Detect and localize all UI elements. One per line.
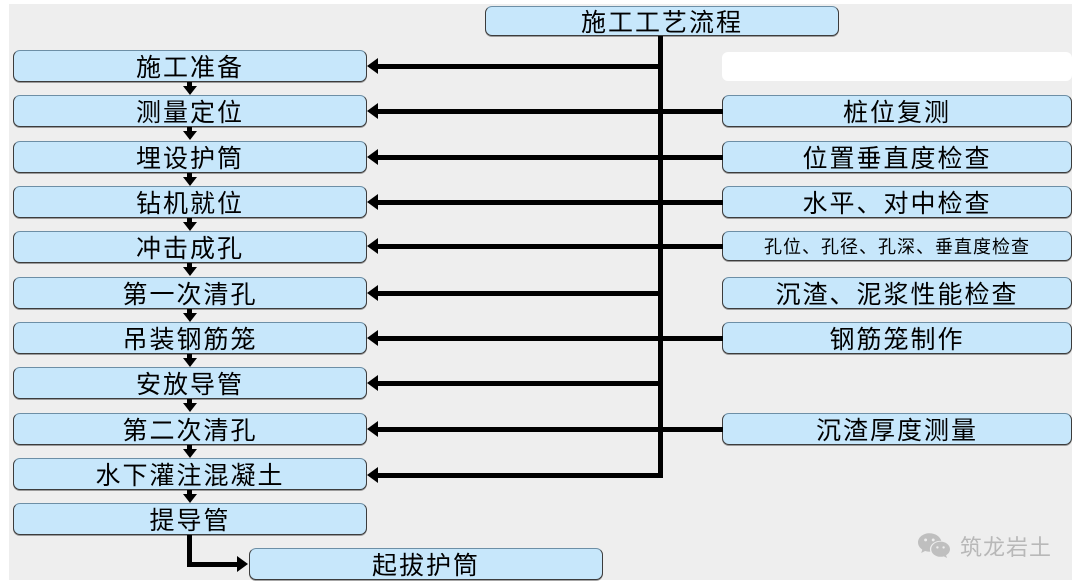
branch-line-row-3 <box>378 155 723 160</box>
arrowhead-row-6 <box>367 285 378 301</box>
trunk-vertical-line <box>658 36 663 478</box>
process-box-7: 吊装钢筋笼 <box>13 322 367 354</box>
inspection-box-2: 位置垂直度检查 <box>722 141 1072 173</box>
branch-line-row-9 <box>378 427 723 432</box>
branch-line-row-1 <box>378 64 662 69</box>
process-box-6: 第一次清孔 <box>13 277 367 309</box>
arrowhead-row-3 <box>367 149 378 165</box>
page-margin-bottom <box>0 580 1080 586</box>
process-box-1: 施工准备 <box>13 50 367 82</box>
connector-6-7 <box>187 309 192 314</box>
process-box-10: 水下灌注混凝土 <box>13 458 367 490</box>
process-box-11: 提导管 <box>13 503 367 535</box>
arrowhead-row-4 <box>367 194 378 210</box>
process-box-5: 冲击成孔 <box>13 231 367 263</box>
connector-5-6 <box>187 263 192 269</box>
page-margin-left <box>0 0 9 586</box>
branch-line-row-2 <box>378 109 723 114</box>
arrowhead-row-8 <box>367 375 378 391</box>
connector-elbow-horizontal <box>187 562 239 567</box>
arrowhead-9-10 <box>183 449 197 458</box>
connector-9-10 <box>187 445 192 450</box>
process-box-3: 埋设护筒 <box>13 141 367 173</box>
flowchart-title-box: 施工工艺流程 <box>485 6 839 37</box>
connector-8-9 <box>187 399 192 405</box>
arrowhead-10-11 <box>183 494 197 503</box>
arrowhead-4-5 <box>183 222 197 231</box>
inspection-box-4: 孔位、孔径、孔深、垂直度检查 <box>722 231 1072 261</box>
watermark-label: 筑龙岩土 <box>959 535 1052 560</box>
page-margin-top <box>0 0 1080 4</box>
connector-1-2 <box>187 82 192 88</box>
process-box-4: 钻机就位 <box>13 186 367 218</box>
branch-line-row-4 <box>378 200 723 205</box>
inspection-box-1: 桩位复测 <box>722 95 1072 127</box>
arrowhead-2-3 <box>183 131 197 140</box>
inspection-box-7: 沉渣厚度测量 <box>722 413 1072 445</box>
branch-line-row-10 <box>378 473 662 478</box>
connector-3-4 <box>187 173 192 178</box>
arrowhead-5-6 <box>183 267 197 276</box>
arrowhead-row-10 <box>367 467 378 483</box>
arrowhead-row-5 <box>367 238 378 254</box>
branch-line-row-8 <box>378 381 662 386</box>
connector-2-3 <box>187 127 192 133</box>
inspection-box-6: 钢筋笼制作 <box>722 322 1072 354</box>
arrowhead-6-7 <box>183 313 197 322</box>
process-box-8: 安放导管 <box>13 367 367 399</box>
branch-line-row-7 <box>378 336 723 341</box>
arrowhead-to-final <box>237 556 248 572</box>
arrowhead-row-2 <box>367 103 378 119</box>
process-box-2: 测量定位 <box>13 95 367 127</box>
branch-line-row-6 <box>378 291 662 296</box>
inspection-box-blank <box>722 52 1072 81</box>
arrowhead-row-9 <box>367 421 378 437</box>
connector-7-8 <box>187 354 192 359</box>
arrowhead-row-1 <box>367 58 378 74</box>
final-step-box: 起拔护筒 <box>249 548 603 580</box>
watermark: 筑龙岩土 <box>917 530 1052 562</box>
page-margin-right <box>1072 0 1080 586</box>
process-box-9: 第二次清孔 <box>13 413 367 445</box>
arrowhead-7-8 <box>183 358 197 367</box>
connector-elbow-vertical <box>187 535 192 567</box>
branch-line-row-5 <box>378 244 723 249</box>
connector-10-11 <box>187 490 192 495</box>
inspection-box-3: 水平、对中检查 <box>722 186 1072 218</box>
arrowhead-8-9 <box>183 403 197 412</box>
arrowhead-1-2 <box>183 86 197 95</box>
connector-4-5 <box>187 218 192 223</box>
arrowhead-row-7 <box>367 330 378 346</box>
arrowhead-3-4 <box>183 177 197 186</box>
wechat-icon <box>917 532 951 560</box>
inspection-box-5: 沉渣、泥浆性能检查 <box>722 277 1072 309</box>
